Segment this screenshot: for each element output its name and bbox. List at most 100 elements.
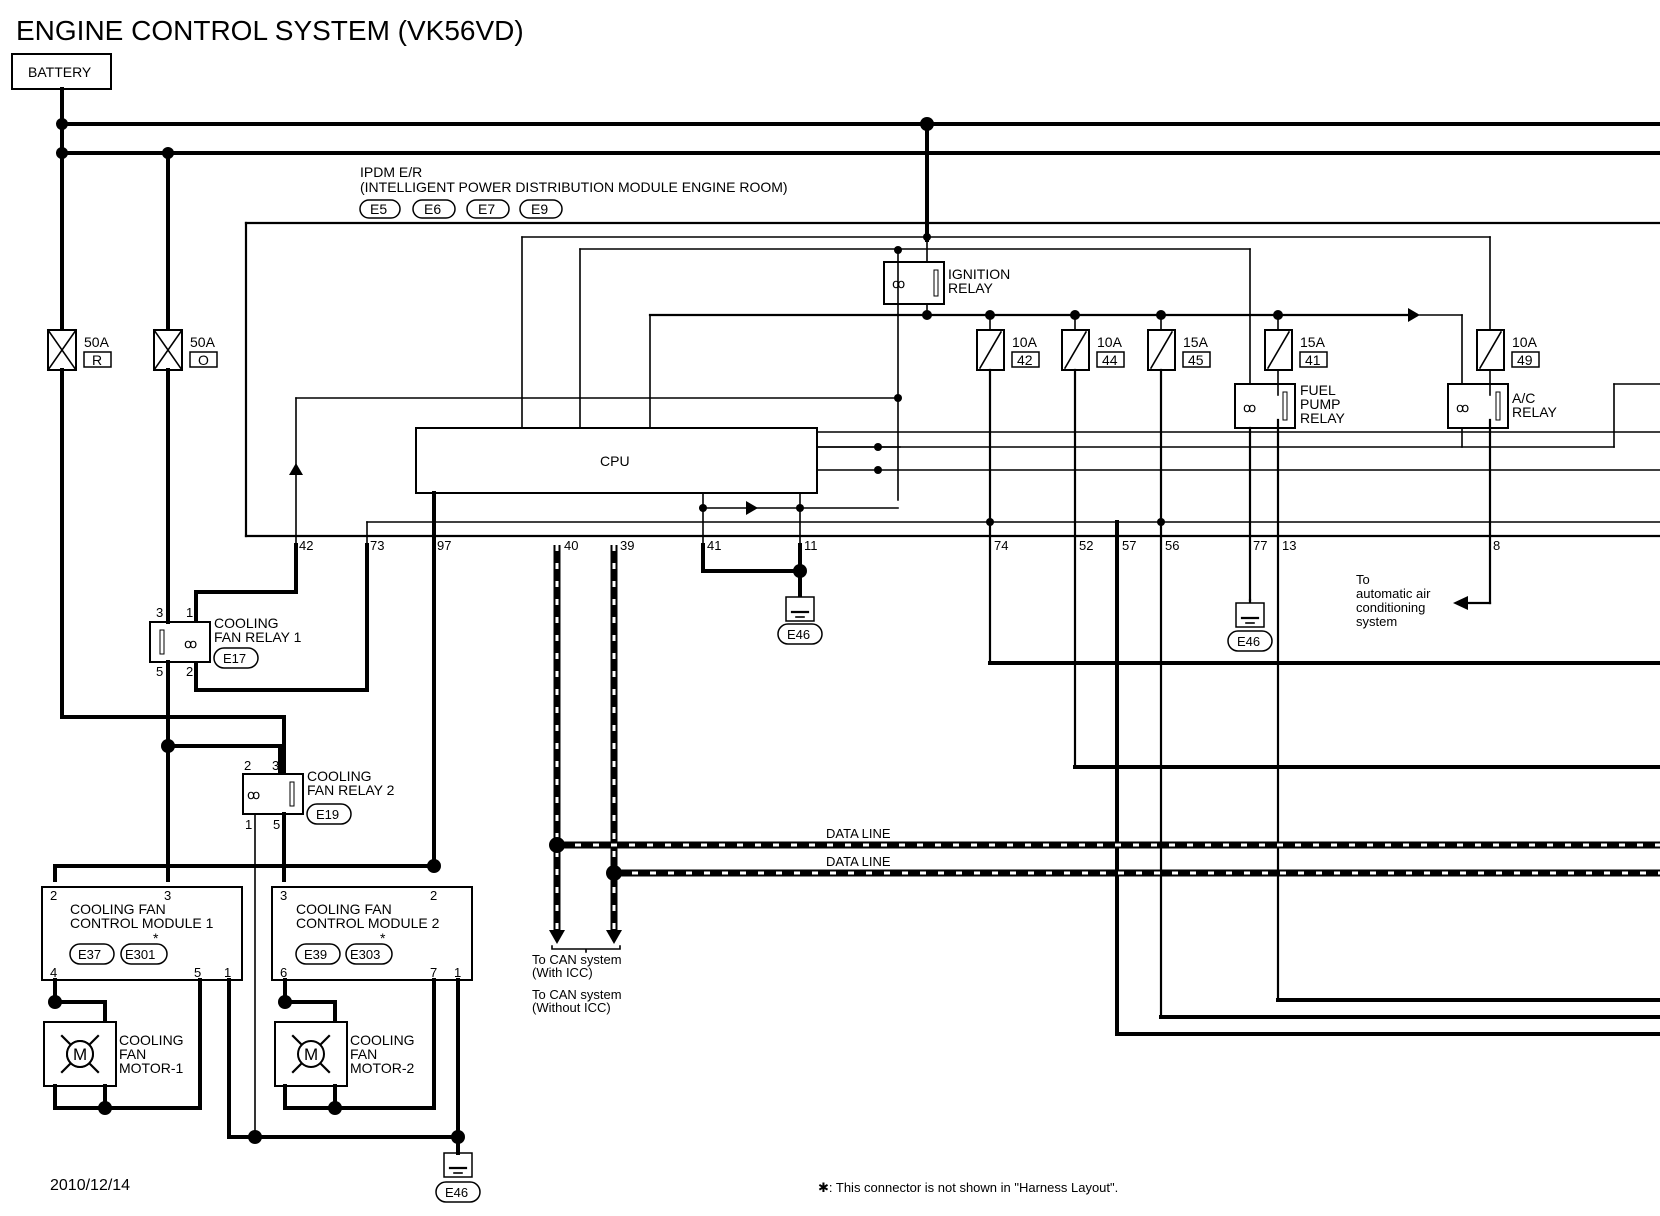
svg-text:IPDM E/R: IPDM E/R bbox=[360, 164, 422, 180]
svg-text:To CAN system: To CAN system bbox=[532, 987, 622, 1002]
data-line-label: DATA LINE bbox=[826, 826, 891, 841]
svg-text:7: 7 bbox=[430, 965, 437, 980]
svg-text:COOLING: COOLING bbox=[119, 1032, 184, 1048]
fuse-45: 15A 45 bbox=[1147, 314, 1211, 1019]
svg-text:E17: E17 bbox=[223, 651, 246, 666]
motor-icon: M bbox=[304, 1045, 318, 1064]
svg-text:5: 5 bbox=[194, 965, 201, 980]
svg-text:40: 40 bbox=[564, 538, 578, 553]
cooling-fan-motor-1: M M COOLING FAN MOTOR-1 bbox=[43, 978, 202, 1115]
fuse-49: 10A 49 bbox=[1476, 329, 1540, 371]
cfcm-pin2-bus bbox=[53, 859, 441, 882]
svg-text:1: 1 bbox=[245, 817, 252, 832]
module-ground-bus bbox=[227, 978, 465, 1155]
svg-text:39: 39 bbox=[620, 538, 634, 553]
ground-e46-3: E46 bbox=[435, 1152, 481, 1203]
svg-text:3: 3 bbox=[156, 605, 163, 620]
svg-text:FUEL: FUEL bbox=[1300, 382, 1336, 398]
svg-text:50A: 50A bbox=[84, 334, 110, 350]
ipdm-connectors: E5 E6 E7 E9 bbox=[359, 199, 563, 219]
svg-text:conditioning: conditioning bbox=[1356, 600, 1425, 615]
svg-text:COOLING: COOLING bbox=[214, 615, 279, 631]
svg-text:97: 97 bbox=[437, 538, 451, 553]
svg-text:73: 73 bbox=[370, 538, 384, 553]
coil-icon: ꝏ bbox=[184, 636, 197, 651]
arrow-down-icon bbox=[549, 930, 565, 944]
svg-text:O: O bbox=[198, 352, 209, 368]
footer-date: 2010/12/14 bbox=[50, 1177, 130, 1194]
svg-text:3: 3 bbox=[280, 888, 287, 903]
diagram-title: ENGINE CONTROL SYSTEM (VK56VD) bbox=[16, 15, 524, 46]
svg-text:COOLING: COOLING bbox=[350, 1032, 415, 1048]
svg-text:41: 41 bbox=[707, 538, 721, 553]
svg-text:E5: E5 bbox=[370, 201, 387, 217]
fuse-41: 15A 41 bbox=[1264, 314, 1328, 371]
svg-text:50A: 50A bbox=[190, 334, 216, 350]
svg-text:RELAY: RELAY bbox=[1300, 410, 1346, 426]
svg-text:RELAY: RELAY bbox=[1512, 404, 1558, 420]
data-line-label: DATA LINE bbox=[826, 854, 891, 869]
svg-text:FAN: FAN bbox=[119, 1046, 146, 1062]
svg-text:M: M bbox=[73, 1045, 87, 1064]
diode-icon bbox=[289, 463, 303, 475]
external-wiring bbox=[194, 491, 1660, 1036]
fusible-link-r: 50A R bbox=[46, 328, 112, 372]
coil-icon: ꝏ bbox=[1243, 400, 1256, 415]
fuse-42: 10A 42 bbox=[976, 314, 1040, 665]
ipdm-internal-wiring: IGNITION RELAY ꝏ bbox=[289, 233, 1660, 546]
fuel-pump-relay: ꝏ FUEL PUMP RELAY bbox=[1234, 369, 1346, 1002]
svg-text:PUMP: PUMP bbox=[1300, 396, 1340, 412]
svg-text:77: 77 bbox=[1253, 538, 1267, 553]
svg-text:MOTOR-1: MOTOR-1 bbox=[119, 1060, 184, 1076]
svg-text:11: 11 bbox=[804, 538, 818, 553]
svg-text:57: 57 bbox=[1122, 538, 1136, 553]
svg-text:15A: 15A bbox=[1183, 334, 1209, 350]
cooling-fan-relay-1: ꝏ 3 1 5 2 COOLING FAN RELAY 1 E17 bbox=[149, 368, 302, 882]
svg-text:CONTROL MODULE 2: CONTROL MODULE 2 bbox=[296, 915, 440, 931]
svg-text:6: 6 bbox=[280, 965, 287, 980]
svg-text:42: 42 bbox=[1017, 352, 1033, 368]
svg-text:2: 2 bbox=[430, 888, 437, 903]
svg-text:2: 2 bbox=[50, 888, 57, 903]
diode-icon bbox=[746, 501, 758, 515]
svg-text:*: * bbox=[153, 930, 159, 946]
svg-text:13: 13 bbox=[1282, 538, 1296, 553]
ac-note: To automatic air conditioning system bbox=[1356, 572, 1431, 629]
svg-text:E46: E46 bbox=[445, 1185, 468, 1200]
cooling-fan-control-module-2: 3 2 COOLING FAN CONTROL MODULE 2 * E39 E… bbox=[271, 886, 473, 981]
svg-text:10A: 10A bbox=[1512, 334, 1538, 350]
svg-text:E39: E39 bbox=[304, 947, 327, 962]
svg-text:E303: E303 bbox=[350, 947, 380, 962]
svg-text:FAN: FAN bbox=[350, 1046, 377, 1062]
svg-text:4: 4 bbox=[50, 965, 57, 980]
ac-relay: ꝏ A/C RELAY bbox=[816, 369, 1660, 610]
svg-text:74: 74 bbox=[994, 538, 1008, 553]
terminal-labels: 42 73 97 40 39 41 11 74 52 57 56 77 13 8 bbox=[299, 538, 1500, 553]
fusible-link-o: 50A O bbox=[152, 328, 218, 372]
svg-text:49: 49 bbox=[1517, 352, 1533, 368]
svg-text:COOLING: COOLING bbox=[307, 768, 372, 784]
svg-text:FAN RELAY 1: FAN RELAY 1 bbox=[214, 629, 302, 645]
svg-text:8: 8 bbox=[1493, 538, 1500, 553]
svg-text:10A: 10A bbox=[1097, 334, 1123, 350]
svg-text:COOLING FAN: COOLING FAN bbox=[296, 901, 392, 917]
svg-text:44: 44 bbox=[1102, 352, 1118, 368]
svg-text:3: 3 bbox=[272, 758, 279, 773]
ignition-relay-coil-icon: ꝏ bbox=[892, 276, 905, 291]
svg-text:A/C: A/C bbox=[1512, 390, 1535, 406]
svg-text:2: 2 bbox=[244, 758, 251, 773]
cooling-fan-motor-2: M COOLING FAN MOTOR-2 bbox=[274, 978, 436, 1115]
battery: BATTERY bbox=[11, 53, 112, 90]
svg-text:(Without ICC): (Without ICC) bbox=[532, 1000, 611, 1015]
svg-text:45: 45 bbox=[1188, 352, 1204, 368]
svg-text:To CAN system: To CAN system bbox=[532, 952, 622, 967]
svg-text:RELAY: RELAY bbox=[948, 280, 994, 296]
svg-text:E301: E301 bbox=[125, 947, 155, 962]
svg-text:(With ICC): (With ICC) bbox=[532, 965, 593, 980]
svg-text:IGNITION: IGNITION bbox=[948, 266, 1010, 282]
footer-note: ✱: This connector is not shown in "Harne… bbox=[818, 1180, 1118, 1195]
arrow-down-icon bbox=[606, 930, 622, 944]
svg-text:E9: E9 bbox=[531, 201, 548, 217]
svg-text:52: 52 bbox=[1079, 538, 1093, 553]
